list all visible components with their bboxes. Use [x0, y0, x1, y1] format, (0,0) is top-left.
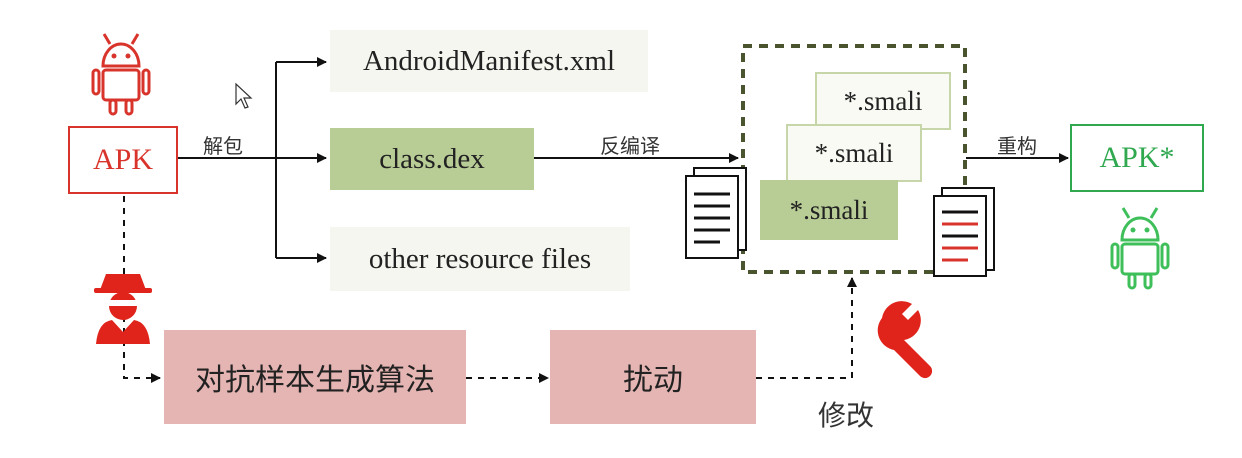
- modify-edge: [756, 277, 857, 379]
- apk-output-box: APK*: [1070, 124, 1204, 192]
- algorithm-box: 对抗样本生成算法: [164, 330, 466, 424]
- apk-source-box: APK: [68, 126, 178, 194]
- manifest-box: AndroidManifest.xml: [330, 30, 648, 92]
- attack-edge: [123, 196, 161, 383]
- perturb-box: 扰动: [550, 330, 756, 424]
- unpack-label: 解包: [203, 134, 243, 158]
- smali-file-front: *.smali: [760, 180, 898, 240]
- rebuild-label: 重构: [997, 134, 1037, 158]
- smali-file-middle: *.smali: [786, 124, 922, 182]
- modify-label: 修改: [818, 399, 875, 432]
- resources-box: other resource files: [330, 227, 630, 291]
- decompile-label: 反编译: [600, 134, 660, 158]
- dex-box: class.dex: [330, 128, 534, 190]
- smali-file-back: *.smali: [815, 72, 951, 130]
